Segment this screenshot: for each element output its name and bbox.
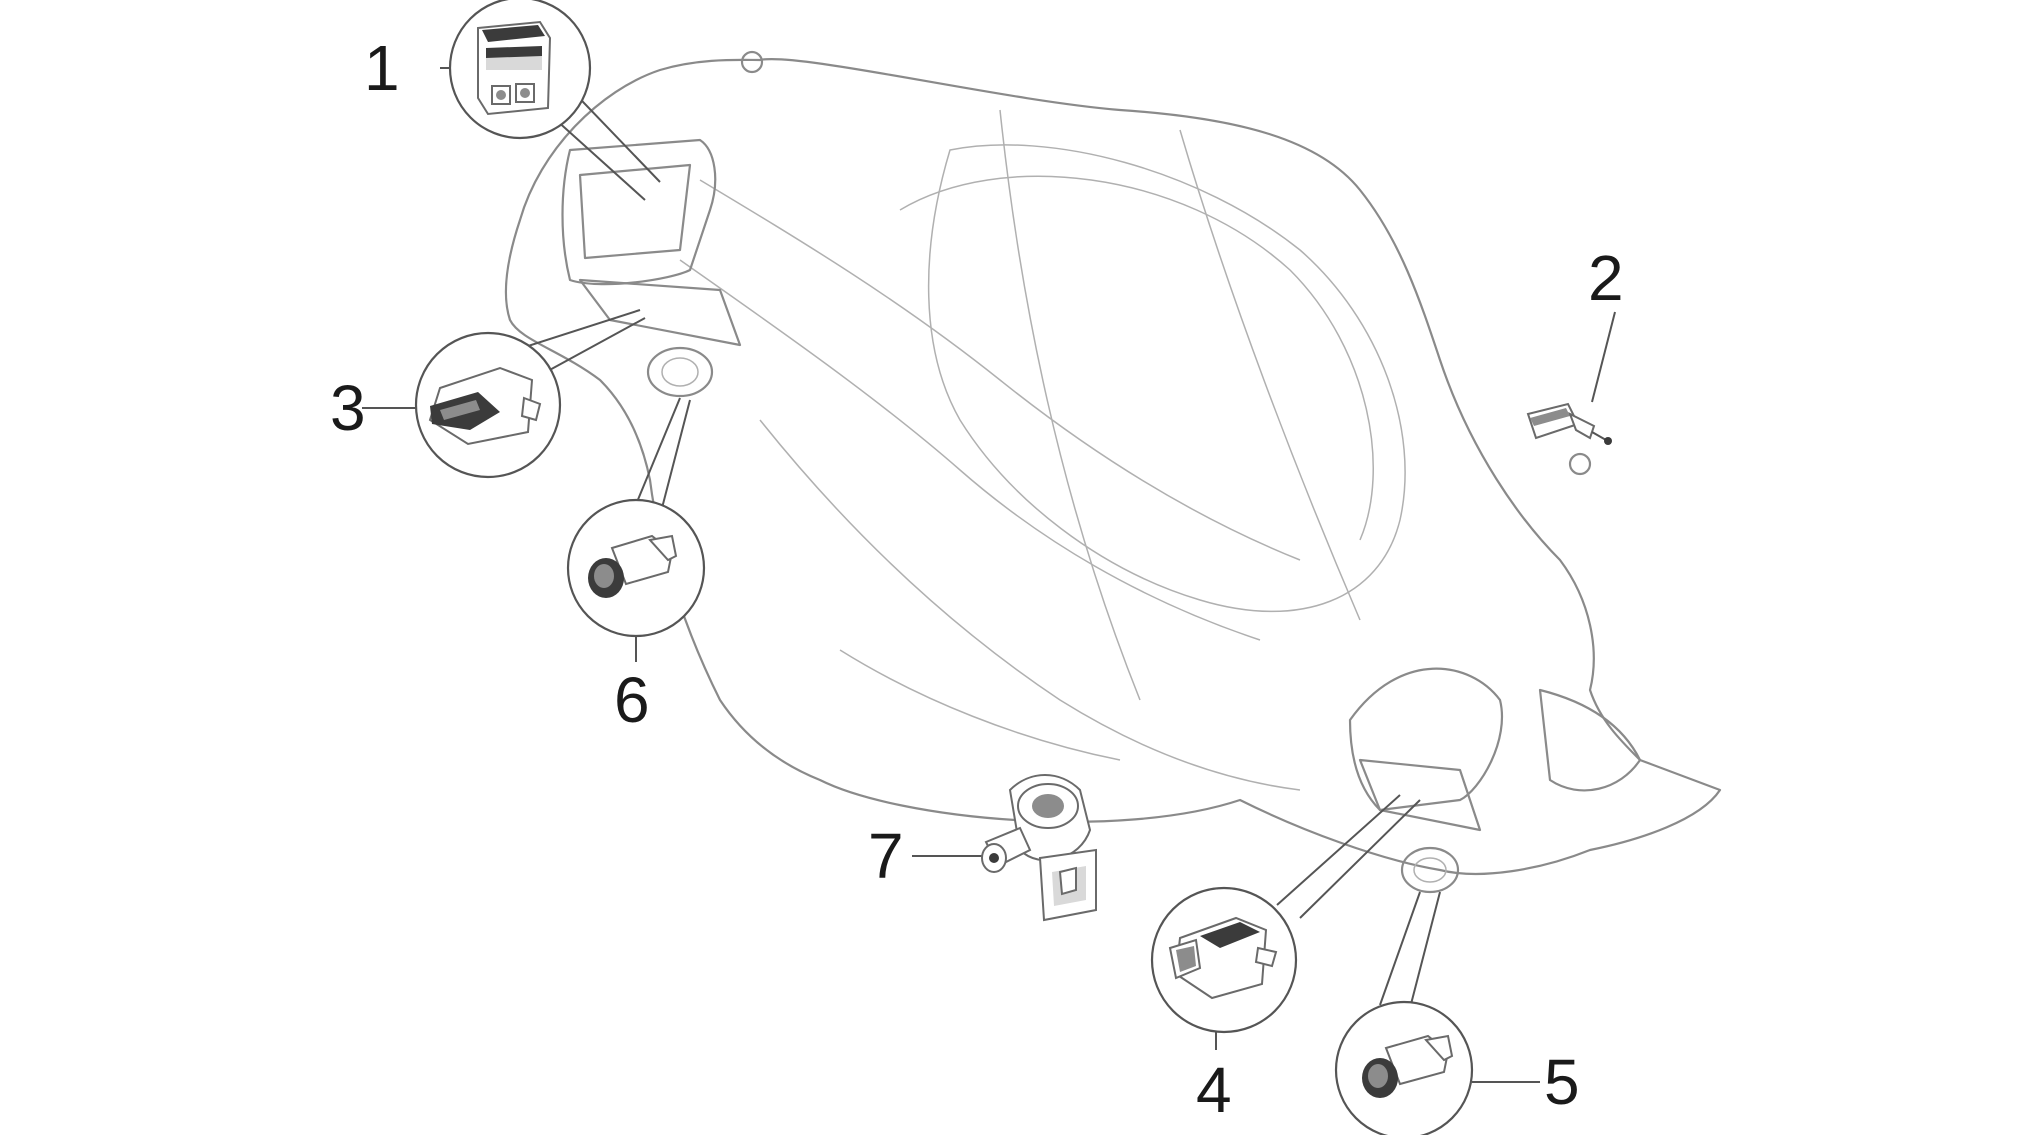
part-2-bulb bbox=[1526, 402, 1612, 445]
handlebar-cover-housing bbox=[504, 50, 1722, 894]
part-5-push-button bbox=[1334, 1000, 1474, 1135]
callout-5: 5 bbox=[1544, 1046, 1580, 1118]
callout-labels: 1 2 3 4 5 6 7 bbox=[330, 32, 1624, 1126]
leader-4-to-housing-b bbox=[1299, 799, 1421, 919]
part-6-push-button bbox=[566, 498, 706, 638]
bulb-icon bbox=[1526, 402, 1612, 445]
callout-4: 4 bbox=[1196, 1054, 1232, 1126]
callout-1: 1 bbox=[364, 32, 400, 104]
ignition-switch-icon bbox=[981, 774, 1097, 922]
part-4-horn-switch bbox=[1150, 886, 1298, 1034]
leader-3-to-housing-b bbox=[534, 317, 646, 379]
switch-3-icon bbox=[428, 366, 542, 446]
leader-6-to-housing-b bbox=[661, 399, 691, 509]
leader-6-to-housing-a bbox=[636, 397, 681, 503]
callout-3: 3 bbox=[330, 372, 366, 444]
callout-2: 2 bbox=[1588, 242, 1624, 314]
leader-2 bbox=[1591, 311, 1616, 403]
leader-5-to-housing-a bbox=[1379, 891, 1421, 1006]
callout-6: 6 bbox=[614, 664, 650, 736]
part-1-light-switch bbox=[448, 0, 592, 140]
switch-4-icon bbox=[1168, 916, 1278, 1000]
leader-5-to-housing-b bbox=[1409, 891, 1441, 1009]
leader-4-to-housing-a bbox=[1276, 794, 1401, 906]
push-button-5-icon bbox=[1362, 1034, 1454, 1098]
part-3-hazard-switch bbox=[414, 331, 562, 479]
push-button-6-icon bbox=[588, 534, 678, 598]
part-7-ignition-switch bbox=[981, 774, 1097, 922]
switch-1-icon bbox=[477, 20, 552, 116]
callout-7: 7 bbox=[868, 820, 904, 892]
leader-lines bbox=[362, 67, 1616, 1083]
